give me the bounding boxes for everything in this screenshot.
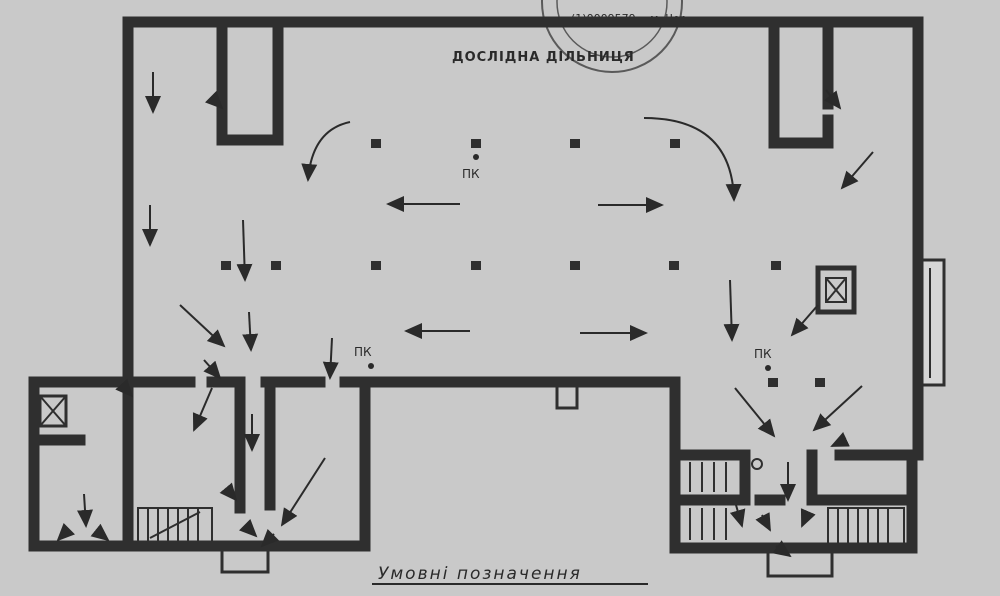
notch-room-top-right — [768, 24, 834, 149]
evacuation-arrows — [56, 72, 874, 558]
elevator-shaft-left — [38, 394, 68, 428]
wall-niche — [555, 384, 579, 410]
hydrant-marker-2: ПК — [354, 345, 374, 369]
outer-wall-bottom-left — [112, 376, 918, 554]
stair-strip-right-rooms — [689, 462, 727, 540]
columns — [221, 139, 825, 387]
hydrant-label: ПК — [754, 347, 772, 361]
hydrant-label: ПК — [462, 167, 480, 181]
staircase-left — [137, 507, 213, 543]
elevator-shaft-right — [815, 265, 857, 315]
sink-fixture — [751, 458, 763, 470]
entrance-step-right — [766, 550, 834, 578]
legend-caption: Умовні позначення — [378, 564, 582, 584]
staircase-right — [827, 507, 905, 545]
hydrant-marker-1: ПК — [462, 154, 480, 181]
window-bump-right — [920, 258, 946, 387]
plan-title: ДОСЛІДНА ДІЛЬНИЦЯ — [452, 50, 635, 65]
outer-wall-main — [122, 16, 924, 461]
hydrant-marker-3: ПК — [754, 347, 772, 371]
hydrant-label: ПК — [354, 345, 372, 359]
outer-wall-left-rooms — [28, 376, 134, 552]
entrance-step-left — [220, 548, 270, 574]
